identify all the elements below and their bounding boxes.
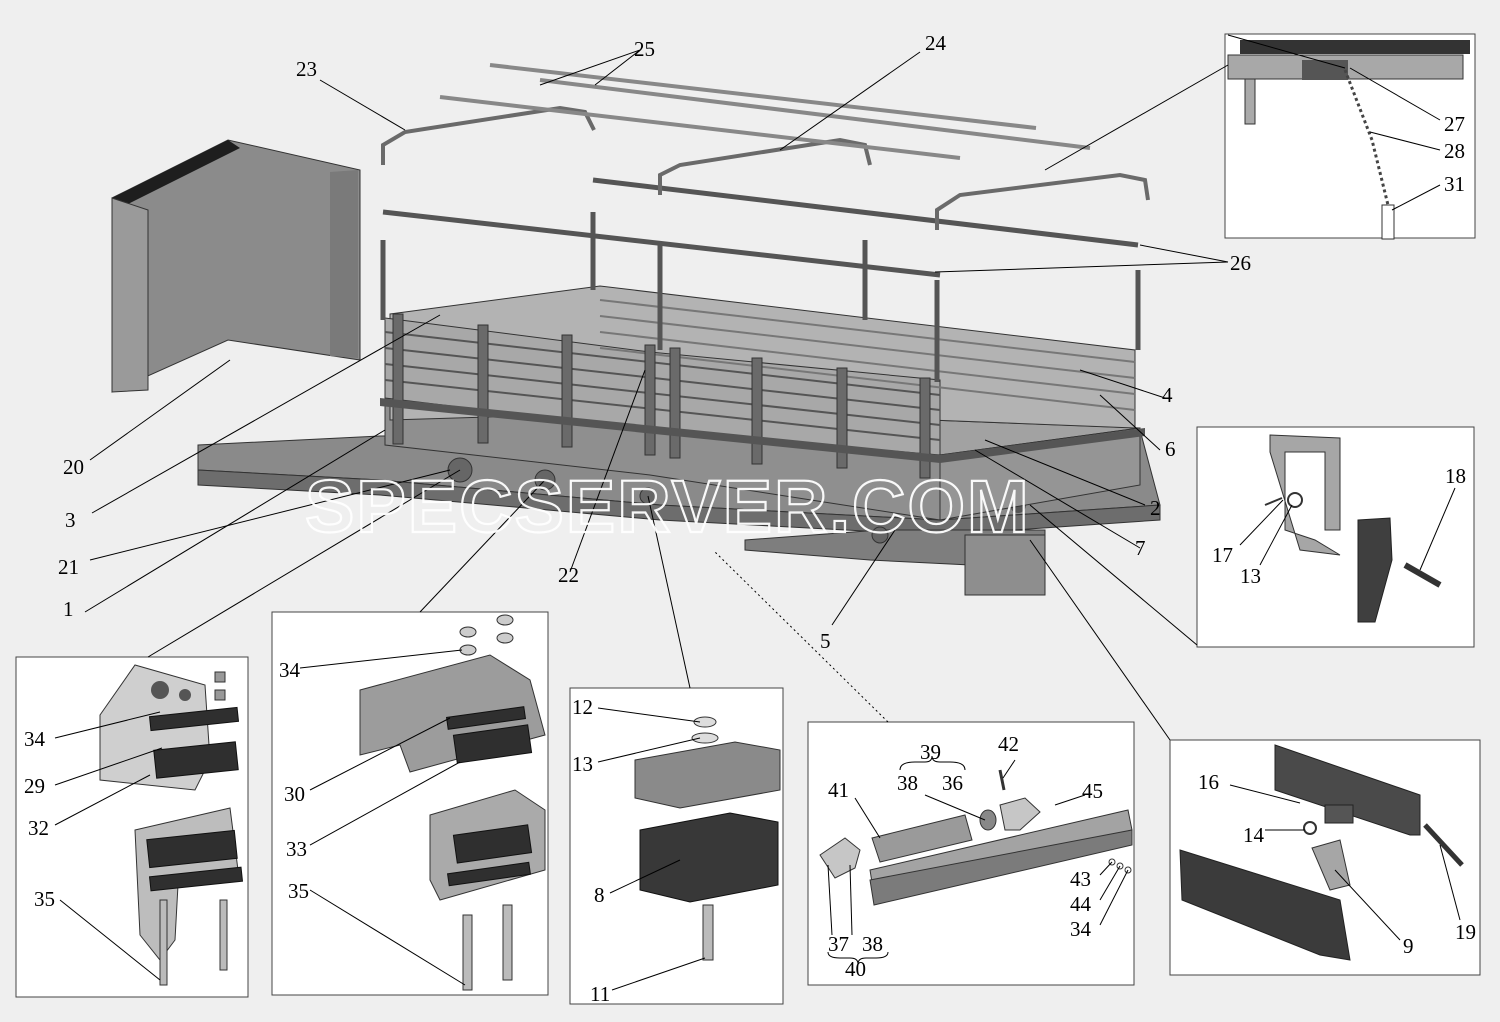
callout-16: 16 (1198, 770, 1219, 794)
callout-34-mid: 34 (279, 658, 301, 682)
hinge-detail (1264, 434, 1442, 623)
callout-38-top: 38 (897, 771, 918, 795)
front-wall-part (111, 139, 361, 393)
callout-40: 40 (845, 957, 866, 981)
callout-25: 25 (634, 37, 655, 61)
brace-39 (899, 755, 966, 771)
bracket-detail (1179, 744, 1464, 961)
callout-12: 12 (572, 695, 593, 719)
callout-2: 2 (1150, 496, 1161, 520)
callout-26: 26 (1230, 251, 1251, 275)
callout-38-bottom: 38 (862, 932, 883, 956)
callout-35-left: 35 (34, 887, 55, 911)
callout-20: 20 (63, 455, 84, 479)
callout-45: 45 (1082, 779, 1103, 803)
callout-43: 43 (1070, 867, 1091, 891)
callout-27: 27 (1444, 112, 1465, 136)
callout-28: 28 (1444, 139, 1465, 163)
callout-35-mid: 35 (288, 879, 309, 903)
callout-18: 18 (1445, 464, 1466, 488)
left-support-detail (99, 664, 244, 986)
callout-31: 31 (1444, 172, 1465, 196)
callout-30: 30 (284, 782, 305, 806)
callout-34-left: 34 (24, 727, 46, 751)
tent-frame-rails (380, 177, 1141, 382)
callout-8: 8 (594, 883, 605, 907)
mid-support-detail (359, 614, 546, 991)
roof-bows (381, 63, 1150, 230)
callout-42: 42 (998, 732, 1019, 756)
callout-39: 39 (920, 740, 941, 764)
callout-44: 44 (1070, 892, 1092, 916)
callout-22: 22 (558, 563, 579, 587)
cargo-body (380, 285, 1145, 521)
callout-32: 32 (28, 816, 49, 840)
callout-29: 29 (24, 774, 45, 798)
callout-17: 17 (1212, 543, 1233, 567)
callout-3: 3 (65, 508, 76, 532)
callout-1: 1 (63, 597, 74, 621)
callout-6: 6 (1165, 437, 1176, 461)
callout-13-hinge: 13 (1240, 564, 1261, 588)
chain-detail (1227, 40, 1470, 240)
callout-41: 41 (828, 778, 849, 802)
watermark: SPECSERVER.COM (305, 465, 1031, 548)
callout-11: 11 (590, 982, 610, 1006)
brace-40 (827, 951, 889, 965)
callout-23: 23 (296, 57, 317, 81)
leader-lines (54, 34, 1461, 991)
callout-37: 37 (828, 932, 849, 956)
callout-34-shaft: 34 (1070, 917, 1092, 941)
callout-33: 33 (286, 837, 307, 861)
callout-19: 19 (1455, 920, 1476, 944)
callout-36: 36 (942, 771, 963, 795)
shaft-detail (819, 769, 1133, 906)
callout-13-block: 13 (572, 752, 593, 776)
callout-4: 4 (1162, 383, 1173, 407)
callout-14: 14 (1243, 823, 1265, 847)
callout-21: 21 (58, 555, 79, 579)
callout-9: 9 (1403, 934, 1414, 958)
callout-5: 5 (820, 629, 831, 653)
callout-24: 24 (925, 31, 947, 55)
rubber-block-detail (634, 716, 781, 961)
callout-7: 7 (1135, 536, 1146, 560)
